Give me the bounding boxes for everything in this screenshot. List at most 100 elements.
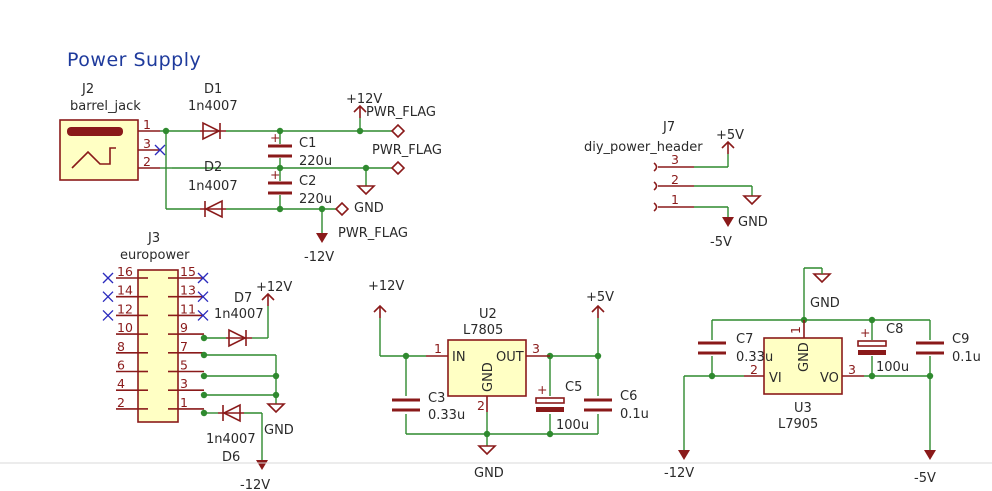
barrel-jack-spring-icon bbox=[71, 147, 116, 169]
u2-pin-out: OUT bbox=[496, 350, 524, 365]
capacitor-c8[interactable]: + C8 100u bbox=[857, 322, 909, 375]
j3-pin-label: 9 bbox=[180, 320, 188, 335]
c5-ref: C5 bbox=[565, 380, 582, 395]
c6-value: 0.1u bbox=[620, 407, 649, 422]
c5-value: 100u bbox=[556, 418, 589, 433]
capacitor-c6[interactable]: C6 0.1u bbox=[584, 389, 649, 422]
gnd-input: GND bbox=[354, 185, 384, 216]
minus5v-label-2: -5V bbox=[914, 471, 936, 486]
j3-ref: J3 bbox=[147, 231, 160, 246]
j7-value: diy_power_header bbox=[584, 140, 703, 155]
junctions-j3 bbox=[200, 334, 280, 417]
wires-j3 bbox=[204, 306, 277, 460]
svg-text:+: + bbox=[537, 382, 547, 397]
c1-value: 220u bbox=[299, 154, 332, 169]
no-connect-icon bbox=[197, 291, 209, 303]
j3-pin-label: 1 bbox=[180, 395, 188, 410]
connector-j3[interactable]: 16 14 12 10 8 6 4 2 15 13 11 9 7 5 3 1 bbox=[102, 264, 209, 423]
no-connect-icon bbox=[197, 272, 209, 284]
c7-ref: C7 bbox=[736, 332, 753, 347]
j2-ref: J2 bbox=[81, 82, 94, 97]
c9-value: 0.1u bbox=[952, 350, 981, 365]
plus12v-label-2: +12V bbox=[256, 280, 292, 295]
j7-pin-2: 2 bbox=[671, 172, 679, 187]
j3-pin-label: 4 bbox=[117, 376, 125, 391]
j3-pin-label: 6 bbox=[117, 358, 125, 373]
j3-pin-label: 5 bbox=[180, 358, 188, 373]
plus5v-label-2: +5V bbox=[586, 290, 614, 305]
j3-pin-label: 15 bbox=[180, 264, 196, 279]
j3-pin-label: 10 bbox=[117, 320, 133, 335]
junctions-input bbox=[162, 127, 370, 213]
no-connect-icon bbox=[102, 309, 114, 321]
capacitor-c7[interactable]: C7 0.33u bbox=[698, 332, 773, 365]
svg-text:+: + bbox=[860, 325, 870, 340]
j2-pin-2: 2 bbox=[143, 154, 151, 169]
c8-ref: C8 bbox=[886, 322, 903, 337]
u2-value: L7805 bbox=[463, 323, 503, 338]
gnd-j7: GND bbox=[738, 195, 768, 230]
u3-pin2: 2 bbox=[750, 362, 758, 377]
plus12v-label: +12V bbox=[346, 92, 382, 107]
regulator-u3[interactable]: VI VO GND 1 2 3 U3 L7905 bbox=[744, 320, 864, 432]
j7-ref: J7 bbox=[662, 120, 675, 135]
j3-pin-label: 14 bbox=[117, 283, 133, 298]
d7-ref: D7 bbox=[234, 291, 252, 306]
header-j7[interactable]: J7 diy_power_header 3 2 1 bbox=[584, 120, 703, 212]
plus5v-label-1: +5V bbox=[716, 128, 744, 143]
capacitor-c5[interactable]: + C5 100u bbox=[535, 380, 589, 433]
j3-pin-label: 3 bbox=[180, 376, 188, 391]
u2-body bbox=[447, 339, 527, 397]
no-connect-icon bbox=[102, 272, 114, 284]
no-connect-icon bbox=[154, 144, 166, 156]
power-plus5v-u2: +5V bbox=[586, 290, 614, 318]
j3-pin-label: 8 bbox=[117, 339, 125, 354]
c2-value: 220u bbox=[299, 192, 332, 207]
capacitor-c9[interactable]: C9 0.1u bbox=[916, 332, 981, 365]
j3-pin-label: 7 bbox=[180, 339, 188, 354]
diode-d1[interactable]: D1 1n4007 bbox=[188, 82, 238, 141]
j3-pin-label: 16 bbox=[117, 264, 133, 279]
pwr-flag-1: PWR_FLAG bbox=[366, 105, 436, 139]
d1-value: 1n4007 bbox=[188, 99, 238, 114]
barrel-jack-j2[interactable]: J2 barrel_jack 1 3 2 bbox=[59, 82, 166, 181]
j3-pin-label: 13 bbox=[180, 283, 196, 298]
d6-ref: D6 bbox=[222, 450, 240, 465]
j3-pin-label: 2 bbox=[117, 395, 125, 410]
capacitor-c2[interactable]: + C2 220u bbox=[268, 167, 332, 207]
pwr-flag-3-label: PWR_FLAG bbox=[338, 226, 408, 241]
svg-text:+: + bbox=[270, 167, 280, 182]
c8-value: 100u bbox=[876, 360, 909, 375]
d7-value: 1n4007 bbox=[214, 307, 264, 322]
wires-input bbox=[160, 118, 392, 233]
pwr-flag-2: PWR_FLAG bbox=[372, 143, 442, 176]
capacitor-c1[interactable]: + C1 220u bbox=[268, 130, 332, 169]
minus12v-label-2: -12V bbox=[240, 478, 270, 491]
diode-d6[interactable]: 1n4007 D6 bbox=[206, 403, 256, 465]
j7-pin-3: 3 bbox=[671, 152, 679, 167]
regulator-u2[interactable]: U2 L7805 IN OUT GND 1 3 2 bbox=[426, 307, 550, 413]
j3-pin-label: 11 bbox=[180, 301, 196, 316]
diode-d2[interactable]: D2 1n4007 bbox=[188, 160, 238, 219]
c3-ref: C3 bbox=[428, 391, 445, 406]
capacitor-c3[interactable]: C3 0.33u bbox=[392, 391, 465, 423]
gnd-j7-label: GND bbox=[738, 215, 768, 230]
gnd-u2: GND bbox=[474, 445, 504, 481]
minus12v-label-3: -12V bbox=[664, 466, 694, 481]
power-minus5v-j7: -5V bbox=[710, 217, 734, 250]
d6-value: 1n4007 bbox=[206, 432, 256, 447]
u3-pin-vo: VO bbox=[820, 371, 839, 386]
minus12v-label-1: -12V bbox=[304, 250, 334, 265]
barrel-jack-plug-icon bbox=[67, 127, 123, 136]
gnd-u3: GND bbox=[810, 273, 840, 311]
power-plus5v-j7: +5V bbox=[716, 128, 744, 154]
j3-pin-label: 12 bbox=[117, 301, 133, 316]
u2-pin3: 3 bbox=[532, 341, 540, 356]
u3-pin-gnd: GND bbox=[797, 342, 812, 372]
u3-pin-vi: VI bbox=[769, 371, 782, 386]
u2-pin2: 2 bbox=[477, 398, 485, 413]
diode-d7[interactable]: D7 1n4007 bbox=[214, 291, 264, 348]
power-plus12v-u2: +12V bbox=[368, 279, 404, 318]
u3-body bbox=[763, 337, 843, 395]
